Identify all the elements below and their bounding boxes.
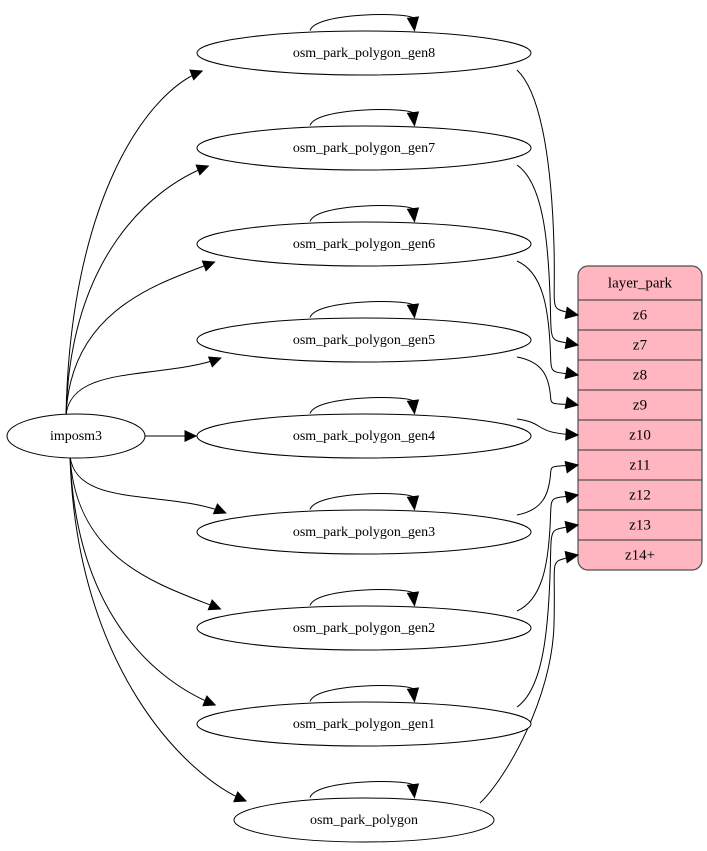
node-label-imposm3: imposm3 <box>50 429 102 444</box>
self-loop-arrow-gen7 <box>406 111 420 127</box>
table-row-z14plus[interactable]: z14+ <box>625 547 655 563</box>
self-loop-gen2 <box>309 589 415 606</box>
node-label-base: osm_park_polygon <box>310 813 418 828</box>
table-header-label: layer_park <box>608 275 673 291</box>
node-label-gen3: osm_park_polygon_gen3 <box>293 525 435 540</box>
edge-imposm3-to-gen3 <box>69 455 226 514</box>
edge-arrow-imposm3-to-base <box>233 791 248 803</box>
self-loop-arrow-gen5 <box>406 303 420 319</box>
self-loop-arrow-gen8 <box>406 16 420 32</box>
node-label-gen2: osm_park_polygon_gen2 <box>293 621 435 636</box>
edge-arrow-imposm3-to-gen4 <box>184 430 198 442</box>
table-row-z13[interactable]: z13 <box>629 517 651 533</box>
self-loop-arrow-gen1 <box>406 687 420 703</box>
edge-imposm3-to-base <box>69 455 247 802</box>
edge-imposm3-to-gen1 <box>69 455 216 706</box>
node-gen2[interactable] <box>196 605 532 651</box>
edge-group-source-to-nodes <box>65 69 248 803</box>
edge-arrow-base-to-row-z14plus <box>564 550 580 564</box>
self-loop-gen1 <box>309 685 415 702</box>
self-loop-gen6 <box>309 205 415 222</box>
node-label-gen7: osm_park_polygon_gen7 <box>293 141 435 156</box>
edge-gen3-to-row-z11 <box>516 464 578 516</box>
node-gen7[interactable] <box>196 125 532 171</box>
self-loop-base <box>309 781 415 798</box>
edge-imposm3-to-gen5 <box>65 357 221 417</box>
node-gen4[interactable] <box>196 413 532 459</box>
edge-arrow-imposm3-to-gen3 <box>212 503 227 515</box>
node-label-gen6: osm_park_polygon_gen6 <box>293 237 435 252</box>
edge-gen8-to-row-z6 <box>516 69 578 316</box>
self-loop-gen8 <box>309 14 415 31</box>
table-row-z10[interactable]: z10 <box>629 427 651 443</box>
table-row-z12[interactable]: z12 <box>629 487 651 503</box>
node-label-gen5: osm_park_polygon_gen5 <box>293 333 435 348</box>
edge-arrow-gen6-to-row-z8 <box>564 366 580 380</box>
edge-arrow-gen8-to-row-z6 <box>564 306 580 320</box>
edge-arrow-gen1-to-row-z13 <box>564 520 580 534</box>
node-base[interactable] <box>233 797 495 843</box>
node-label-gen4: osm_park_polygon_gen4 <box>293 429 435 444</box>
edge-gen2-to-row-z12 <box>516 494 578 612</box>
node-label-gen8: osm_park_polygon_gen8 <box>293 46 435 61</box>
node-gen1[interactable] <box>196 701 532 747</box>
self-loop-arrow-gen3 <box>406 495 420 511</box>
edge-arrow-gen3-to-row-z11 <box>564 460 580 474</box>
self-loop-arrow-gen4 <box>406 399 420 415</box>
table-border <box>577 265 703 571</box>
edge-arrow-gen2-to-row-z12 <box>564 490 580 504</box>
node-label-gen1: osm_park_polygon_gen1 <box>293 717 435 732</box>
edge-arrow-imposm3-to-gen1 <box>202 695 217 707</box>
edge-imposm3-to-gen8 <box>65 70 203 417</box>
edge-arrow-gen5-to-row-z9 <box>564 396 580 410</box>
self-loop-arrow-gen2 <box>406 591 420 607</box>
edge-arrow-imposm3-to-gen8 <box>189 69 204 81</box>
table-row-z7[interactable]: z7 <box>633 337 648 353</box>
edge-gen5-to-row-z9 <box>516 356 578 406</box>
edge-gen6-to-row-z8 <box>516 260 578 376</box>
edge-imposm3-to-gen6 <box>65 261 215 417</box>
edge-imposm3-to-gen7 <box>65 165 209 417</box>
edge-group-self-loops <box>309 14 420 799</box>
edge-arrow-imposm3-to-gen6 <box>201 260 216 272</box>
edge-gen1-to-row-z13 <box>516 524 578 708</box>
table-row-z6[interactable]: z6 <box>633 307 648 323</box>
node-gen8[interactable] <box>196 30 532 76</box>
node-gen6[interactable] <box>196 221 532 267</box>
self-loop-arrow-base <box>406 783 420 799</box>
arrowhead-group-table <box>564 306 580 564</box>
edge-group-nodes-to-table <box>479 69 578 804</box>
edge-arrow-imposm3-to-gen5 <box>207 356 222 368</box>
node-imposm3[interactable] <box>6 413 146 459</box>
edge-gen7-to-row-z7 <box>516 164 578 346</box>
layer-park-table: layer_park z6 z7 z8 z9 z10 z11 z12 z13 z14+ <box>577 265 703 571</box>
edge-gen4-to-row-z10 <box>516 418 578 436</box>
edge-arrow-gen7-to-row-z7 <box>564 336 580 350</box>
self-loop-gen3 <box>309 493 415 510</box>
table-row-z11[interactable]: z11 <box>629 457 650 473</box>
edge-arrow-imposm3-to-gen7 <box>195 164 210 176</box>
self-loop-gen5 <box>309 301 415 318</box>
node-gen5[interactable] <box>196 317 532 363</box>
edge-base-to-row-z14plus <box>479 554 578 804</box>
table-row-z8[interactable]: z8 <box>633 367 647 383</box>
table-background <box>578 266 702 570</box>
node-gen3[interactable] <box>196 509 532 555</box>
edge-imposm3-to-gen2 <box>69 455 221 610</box>
node-group: osm_park_polygon_gen8 osm_park_polygon_ge… <box>6 30 532 843</box>
self-loop-arrow-gen6 <box>406 207 420 223</box>
edge-arrow-gen4-to-row-z10 <box>565 427 580 441</box>
edge-arrow-imposm3-to-gen2 <box>207 599 222 611</box>
table-row-z9[interactable]: z9 <box>633 397 647 413</box>
self-loop-gen4 <box>309 397 415 414</box>
self-loop-gen7 <box>309 109 415 126</box>
